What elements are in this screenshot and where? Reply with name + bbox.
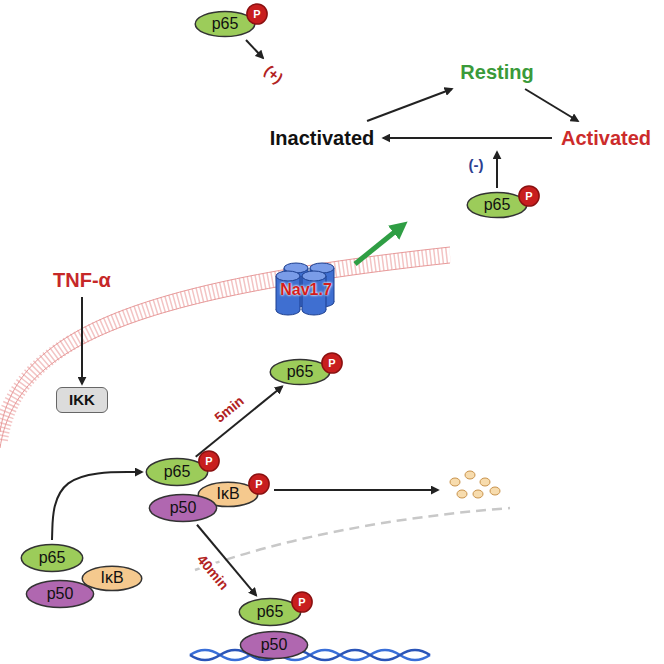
arrow-connector (367, 89, 452, 121)
node-text: P (253, 8, 260, 20)
node-text: P (525, 190, 532, 202)
phospho-badge: P (198, 450, 220, 472)
green-arrow (355, 226, 402, 264)
node-text: P (328, 357, 335, 369)
phospho-badge: P (248, 473, 270, 495)
time-label: 40min (192, 549, 233, 593)
node-text: p50 (261, 636, 288, 654)
node-text: P (255, 478, 262, 490)
sign-label: (-) (467, 156, 486, 173)
dna-strand (190, 650, 430, 660)
arrow-connector (383, 137, 552, 139)
node-text: p65 (484, 196, 511, 214)
ellipse-shape (270, 359, 330, 384)
node-text: p50 (47, 585, 74, 603)
ellipse-shape (519, 186, 539, 206)
node-text: TNF-α (53, 269, 111, 291)
degraded-fragments (450, 471, 500, 498)
ellipse-shape (21, 545, 82, 572)
kinase-box: IKK (56, 387, 108, 413)
protein-ellipse: p50 (25, 579, 95, 609)
modulation-arrow (246, 40, 263, 58)
ellipse-shape (195, 11, 255, 36)
ellipse-shape (249, 474, 269, 494)
ellipse-shape (247, 4, 267, 24)
degradation-arrow (274, 489, 438, 491)
membrane-edge (0, 247, 450, 432)
node-text: p65 (164, 463, 191, 481)
phospho-badge: P (246, 3, 268, 25)
arrow-connector (52, 472, 142, 540)
node-text: P (205, 455, 212, 467)
sign-label: (+) (260, 60, 288, 88)
channel-node: Nav1.7 (263, 264, 349, 316)
arrow-connector (196, 386, 282, 456)
modulation-arrow (496, 152, 498, 188)
node-text: p65 (257, 603, 284, 621)
nuclear-envelope (195, 508, 510, 570)
ellipse-shape (292, 592, 312, 612)
ellipse-shape (467, 192, 527, 217)
protein-ellipse: p50 (148, 493, 218, 523)
ellipse-shape (199, 451, 219, 471)
node-text: Inactivated (270, 127, 374, 149)
node-text: p50 (170, 499, 197, 517)
protein-ellipse: p65 (20, 543, 84, 573)
ellipse-shape (322, 353, 342, 373)
arrow-connector (525, 89, 578, 121)
node-text: Activated (561, 127, 651, 149)
state-label: Activated (555, 124, 657, 152)
phospho-badge: P (518, 185, 540, 207)
node-text: Nav1.7 (280, 281, 332, 299)
node-text: IκB (100, 569, 123, 587)
stimulus-label: TNF-α (47, 266, 117, 294)
protein-ellipse: p50 (239, 630, 309, 660)
node-text: IκB (216, 485, 239, 503)
dna-strand (190, 650, 430, 660)
node-text: IKK (69, 392, 95, 409)
node-text: Resting (460, 61, 533, 83)
ellipse-shape (26, 581, 93, 608)
ellipse-shape (82, 566, 142, 590)
phospho-badge: P (291, 591, 313, 613)
state-label: Resting (454, 58, 539, 86)
membrane-edge (0, 263, 450, 448)
state-label: Inactivated (264, 124, 380, 152)
arrow-connector (81, 297, 83, 384)
node-text: p65 (287, 363, 314, 381)
phospho-badge: P (321, 352, 343, 374)
node-text: P (298, 596, 305, 608)
node-text: p65 (212, 15, 239, 33)
node-text: p65 (39, 549, 66, 567)
ellipse-shape (240, 632, 307, 659)
time-label: 5min (210, 391, 249, 427)
cell-membrane (0, 255, 450, 440)
ellipse-shape (149, 495, 216, 522)
